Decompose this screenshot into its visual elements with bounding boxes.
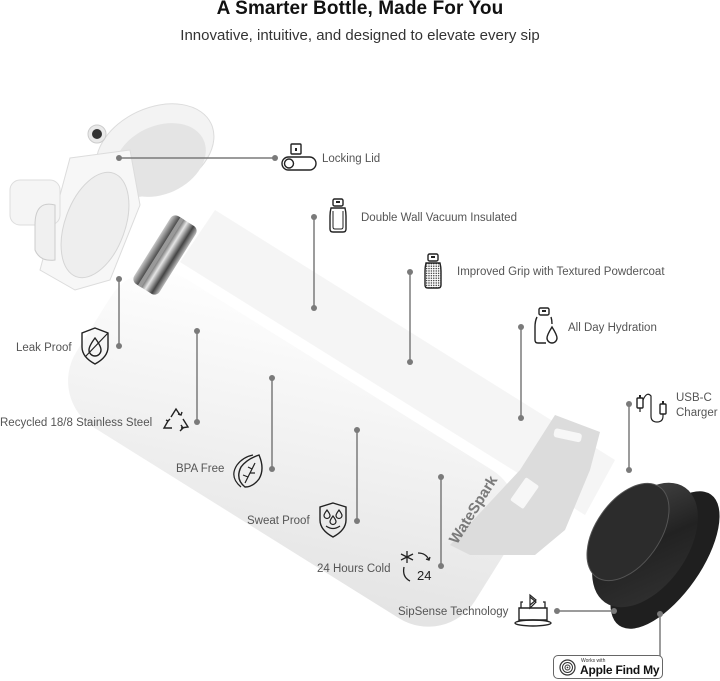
lid-illustration [9,103,215,291]
find-my-badge: Works with Apple Find My [553,655,663,679]
feature-label-leak-proof: Leak Proof [16,342,72,354]
bluetooth-puck-icon [514,593,552,627]
snowflake-24-icon: 24 [400,551,431,583]
feature-label-hydration: All Day Hydration [568,322,657,334]
cold-icon-number: 24 [417,568,431,583]
badge-small-text: Works with [581,658,606,664]
feature-label-bpa-free: BPA Free [176,463,225,475]
feature-label-double-wall: Double Wall Vacuum Insulated [361,212,517,224]
badge-big-text: Apple Find My [580,663,660,677]
feature-label-sweat-proof: Sweat Proof [247,515,310,527]
page-subtitle: Innovative, intuitive, and designed to e… [180,27,540,44]
textured-bottle-icon [424,253,442,289]
feature-label-usb-c-line2: Charger [676,407,718,419]
find-my-radar-icon [559,659,576,676]
feature-label-sipsense: SipSense Technology [398,606,509,618]
bottle-body-illustration [68,210,615,627]
feature-label-usb-c-line1: USB-C [676,392,712,404]
shield-drop-icon [81,327,109,365]
feature-label-cold: 24 Hours Cold [317,563,391,575]
lock-toggle-icon [281,143,317,171]
base-cap-illustration [586,482,720,629]
usb-cable-icon [636,393,667,423]
leaf-icon [233,454,263,488]
connector-lines [116,155,663,668]
page-title: A Smarter Bottle, Made For You [216,0,504,19]
bottle-outline-icon [329,198,347,233]
bottle-drop-icon [534,307,558,344]
shield-droplets-icon [319,502,347,538]
feature-label-locking-lid: Locking Lid [322,153,381,165]
feature-label-grip: Improved Grip with Textured Powdercoat [457,266,665,278]
feature-label-recycled: Recycled 18/8 Stainless Steel [0,417,153,429]
recycle-icon [162,407,190,432]
